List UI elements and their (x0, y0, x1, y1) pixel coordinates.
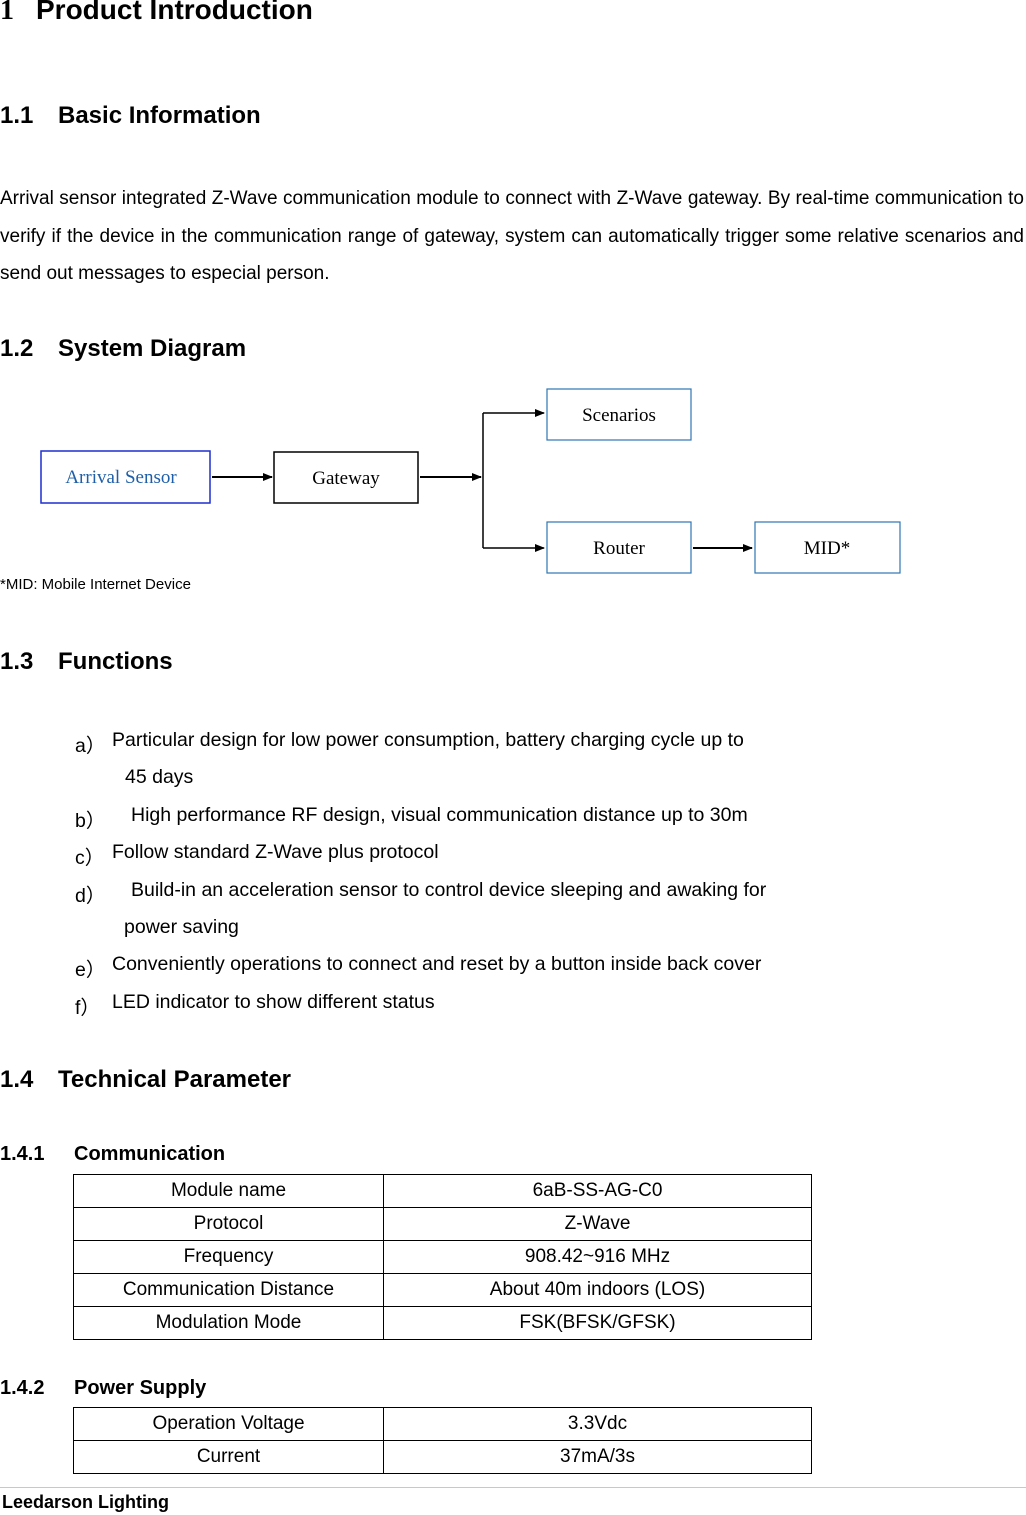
section-heading: 1 Product Introduction (0, 0, 313, 27)
table-row: Modulation Mode FSK(BFSK/GFSK) (73, 1306, 812, 1340)
router-label: Router (593, 538, 645, 559)
functions-heading: 1.3 Functions (0, 648, 173, 676)
mid-node: MID* (754, 521, 901, 574)
mid-label: MID* (804, 538, 850, 559)
table-row: Current 37mA/3s (73, 1440, 812, 1474)
table-row: Frequency 908.42~916 MHz (73, 1240, 812, 1274)
list-item-continuation: 45 days (125, 766, 194, 788)
table-row: Operation Voltage 3.3Vdc (73, 1407, 812, 1441)
gateway-node: Gateway (273, 451, 419, 504)
gateway-label: Gateway (312, 468, 380, 489)
footer-divider (0, 1487, 1026, 1488)
arrival-sensor-node: Arrival Sensor (40, 450, 211, 504)
table-row: Communication Distance About 40m indoors… (73, 1273, 812, 1307)
table-cell-value: 6aB-SS-AG-C0 (383, 1174, 812, 1208)
heading-number: 1.4.2 (0, 1377, 45, 1399)
list-marker: e） (75, 959, 106, 981)
heading-number: 1.4.1 (0, 1143, 45, 1165)
arrival-sensor-label: Arrival Sensor (65, 467, 177, 488)
list-item-text: Follow standard Z-Wave plus protocol (112, 841, 439, 863)
section-number: 1 (0, 0, 14, 26)
footer-company-name: Leedarson Lighting (2, 1492, 170, 1512)
list-marker: b） (75, 810, 106, 832)
diagram-footnote: *MID: Mobile Internet Device (0, 576, 191, 593)
table-row: Module name 6aB-SS-AG-C0 (73, 1174, 812, 1208)
communication-table: Module name 6aB-SS-AG-C0 Protocol Z-Wave… (73, 1174, 812, 1340)
communication-heading: 1.4.1 Communication (0, 1143, 225, 1166)
list-item-text: LED indicator to show different status (112, 991, 435, 1013)
power-supply-heading: 1.4.2 Power Supply (0, 1377, 206, 1400)
table-cell-label: Protocol (73, 1207, 384, 1241)
system-diagram: Arrival Sensor Gateway Scenarios Router … (40, 388, 901, 574)
table-cell-label: Operation Voltage (73, 1407, 384, 1441)
basic-info-paragraph: Arrival sensor integrated Z-Wave communi… (0, 188, 1024, 284)
table-row: Protocol Z-Wave (73, 1207, 812, 1241)
power-supply-table: Operation Voltage 3.3Vdc Current 37mA/3s (73, 1407, 812, 1474)
scenarios-node: Scenarios (546, 388, 692, 441)
table-cell-label: Frequency (73, 1240, 384, 1274)
table-cell-value: 908.42~916 MHz (383, 1240, 812, 1274)
table-cell-label: Module name (73, 1174, 384, 1208)
heading-title: Functions (58, 648, 173, 675)
heading-title: Technical Parameter (58, 1066, 292, 1093)
table-cell-label: Current (73, 1440, 384, 1474)
router-node: Router (546, 521, 692, 574)
list-marker: f） (75, 997, 100, 1019)
table-cell-value: 37mA/3s (383, 1440, 812, 1474)
list-item-text: Particular design for low power consumpt… (112, 729, 744, 751)
scenarios-label: Scenarios (582, 405, 656, 426)
heading-number: 1.3 (0, 648, 34, 675)
list-marker: a） (75, 735, 106, 757)
list-item-text: Build-in an acceleration sensor to contr… (131, 879, 767, 901)
system-diagram-heading: 1.2 System Diagram (0, 335, 246, 363)
heading-number: 1.2 (0, 335, 34, 362)
list-item-text: Conveniently operations to connect and r… (112, 953, 762, 975)
table-cell-value: FSK(BFSK/GFSK) (383, 1306, 812, 1340)
section-title: Product Introduction (36, 0, 313, 25)
list-marker: d） (75, 885, 106, 907)
table-cell-label: Modulation Mode (73, 1306, 384, 1340)
list-marker: c） (75, 847, 105, 869)
heading-title: Basic Information (58, 102, 261, 129)
heading-title: Communication (74, 1143, 226, 1165)
list-item-text: High performance RF design, visual commu… (131, 804, 748, 826)
heading-number: 1.1 (0, 102, 34, 129)
basic-info-heading: 1.1 Basic Information (0, 102, 261, 130)
heading-title: Power Supply (74, 1377, 207, 1399)
table-cell-value: About 40m indoors (LOS) (383, 1273, 812, 1307)
table-cell-value: 3.3Vdc (383, 1407, 812, 1441)
table-cell-label: Communication Distance (73, 1273, 384, 1307)
technical-heading: 1.4 Technical Parameter (0, 1066, 291, 1094)
list-item-continuation: power saving (124, 916, 239, 938)
heading-number: 1.4 (0, 1066, 34, 1093)
heading-title: System Diagram (58, 335, 247, 362)
table-cell-value: Z-Wave (383, 1207, 812, 1241)
